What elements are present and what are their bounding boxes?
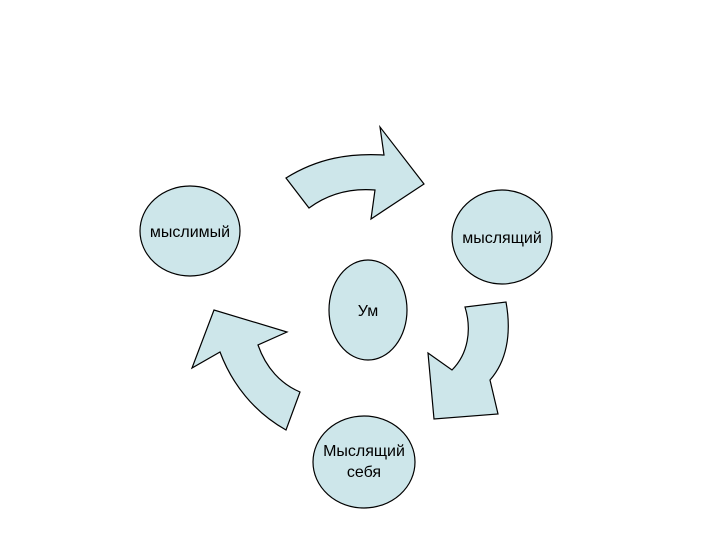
node-thinker-label: мыслящий	[462, 230, 542, 247]
node-self-thinker-label-line2: себя	[347, 464, 381, 481]
arrow-top	[285, 124, 425, 221]
node-self-thinker: Мыслящий себя	[312, 415, 416, 509]
node-mind-label: Ум	[358, 303, 378, 320]
arrow-left	[190, 309, 301, 431]
node-thought-label: мыслимый	[150, 224, 230, 241]
node-mind: Ум	[328, 259, 408, 361]
node-thought: мыслимый	[139, 185, 241, 277]
node-self-thinker-label-line1: Мыслящий	[323, 443, 405, 460]
node-thinker: мыслящий	[451, 189, 553, 285]
arrow-right	[427, 301, 509, 420]
